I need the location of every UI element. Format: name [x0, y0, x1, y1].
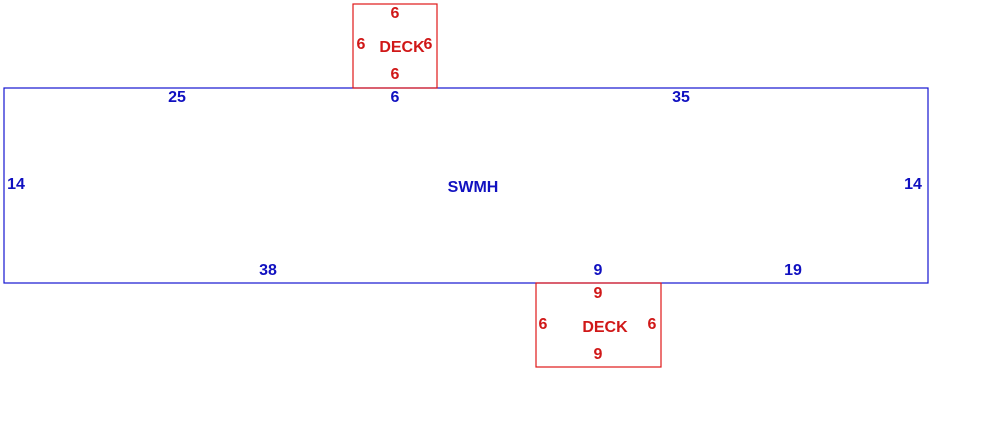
deck-bottom-name: DECK [582, 319, 628, 336]
deck-bottom: DECK 9 6 6 9 [535, 282, 662, 368]
deck-top-dim-right: 6 [424, 36, 433, 53]
dim-top-right: 35 [672, 89, 690, 106]
dim-left: 14 [7, 176, 25, 193]
deck-bottom-dim-left: 6 [539, 316, 548, 333]
main-structure: SWMH 25 6 35 14 14 38 9 19 [3, 87, 929, 284]
dim-bottom-left: 38 [259, 262, 277, 279]
dim-bottom-middle: 9 [594, 262, 603, 279]
deck-bottom-dim-top: 9 [594, 285, 603, 302]
deck-top-dim-left: 6 [357, 36, 366, 53]
main-structure-outline [3, 87, 929, 284]
main-structure-name: SWMH [448, 179, 499, 196]
dim-right: 14 [904, 176, 922, 193]
deck-top-outline [352, 3, 438, 89]
deck-bottom-dim-right: 6 [648, 316, 657, 333]
deck-top: DECK 6 6 6 6 [352, 3, 438, 89]
dim-top-middle: 6 [391, 89, 400, 106]
deck-bottom-dim-bottom: 9 [594, 346, 603, 363]
deck-bottom-outline [535, 282, 662, 368]
dim-bottom-right: 19 [784, 262, 802, 279]
deck-top-name: DECK [379, 39, 425, 56]
dim-top-left: 25 [168, 89, 186, 106]
deck-top-dim-bottom: 6 [391, 66, 400, 83]
deck-top-dim-top: 6 [391, 5, 400, 22]
